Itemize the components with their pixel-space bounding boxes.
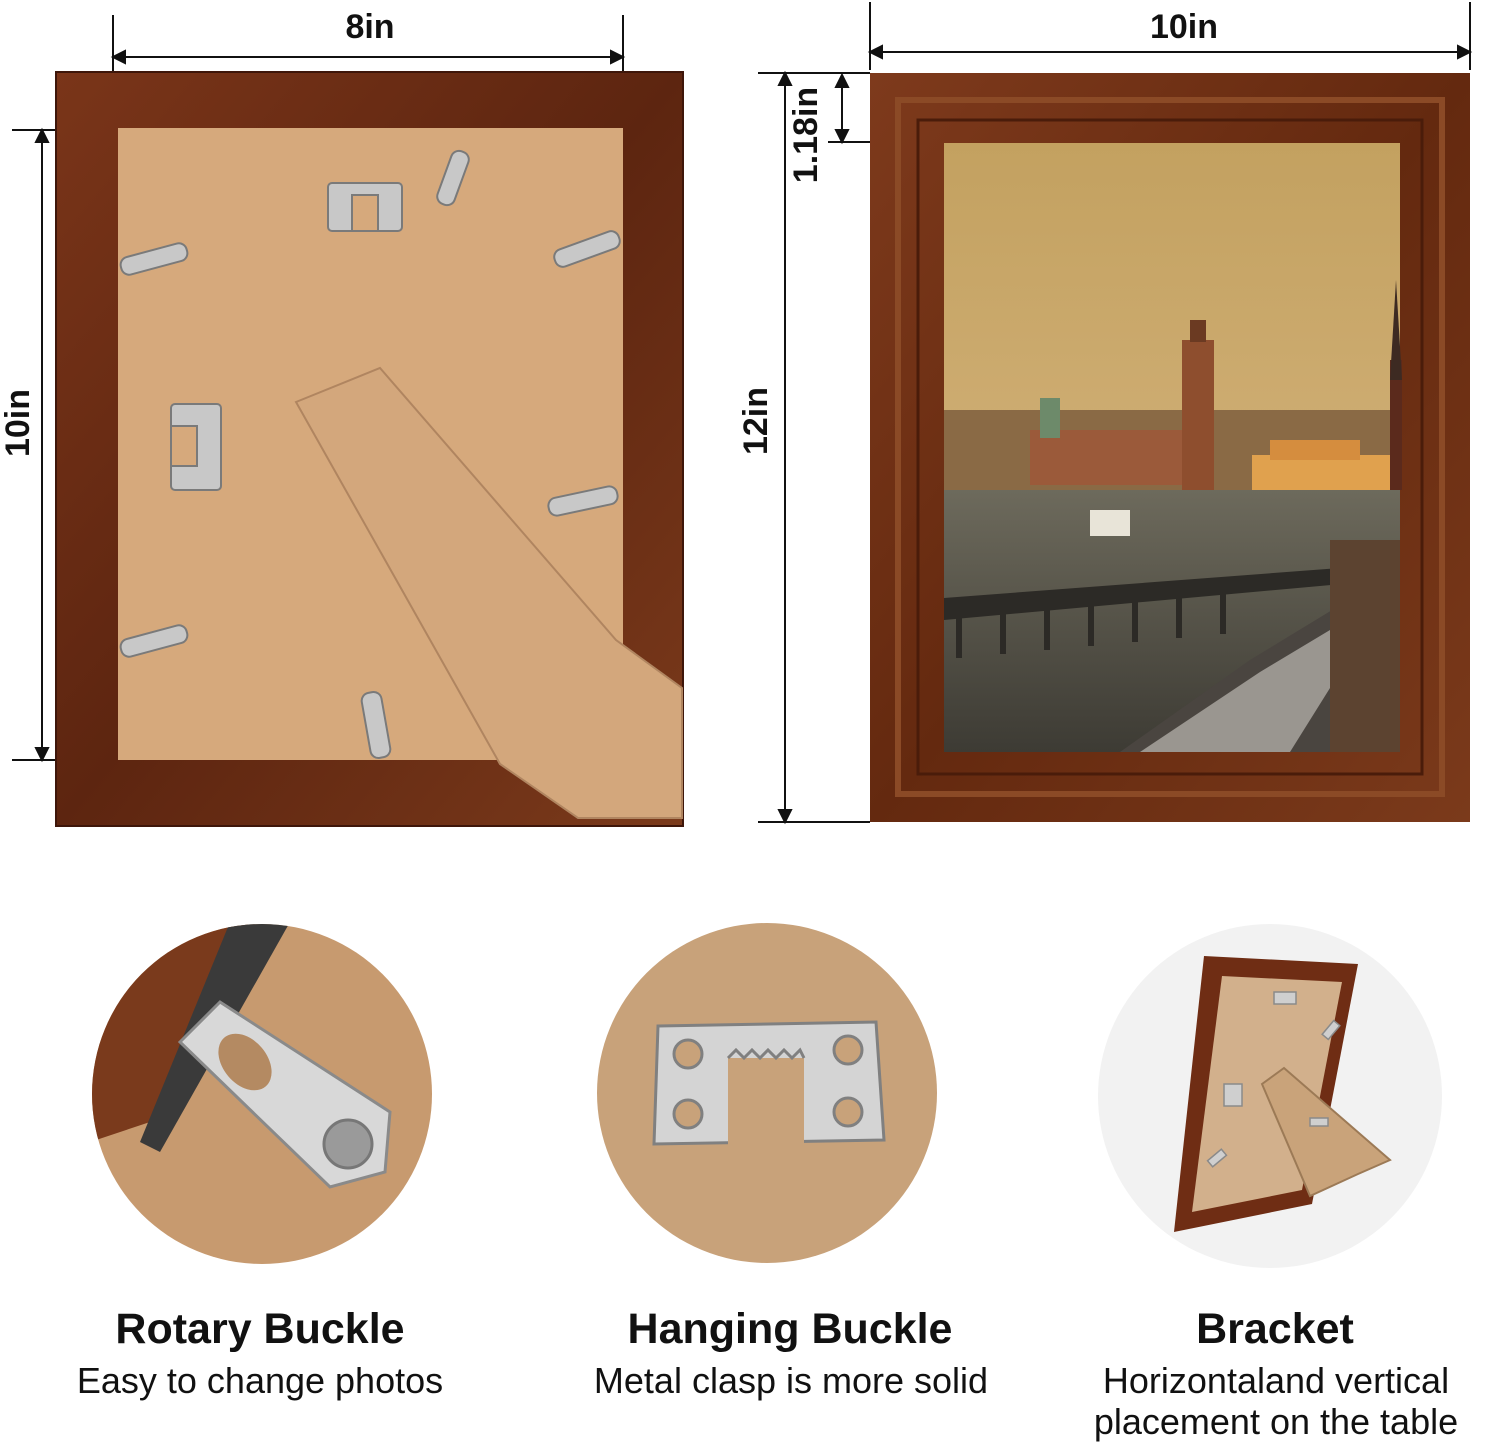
- framed-photo: [944, 143, 1402, 752]
- feature-title-rotary-buckle: Rotary Buckle: [115, 1305, 405, 1353]
- feature-subtitle-bracket: Horizontaland vertical placement on the …: [1093, 1360, 1459, 1443]
- back-frame-view: 8in 10in: [0, 0, 700, 840]
- bracket-stand-small: [1260, 1066, 1392, 1198]
- rotary-buckle-3: [436, 149, 470, 207]
- back-width-label: 8in: [345, 8, 395, 46]
- rotary-buckle-2: [553, 230, 621, 268]
- rotary-buckle-closeup: [90, 922, 435, 1267]
- hanging-clasp-left: [170, 403, 222, 491]
- rotary-buckle-1: [119, 242, 189, 276]
- feature-subtitle-hanging-buckle: Metal clasp is more solid: [593, 1360, 989, 1401]
- rotary-buckle-5: [119, 624, 189, 658]
- bracket-closeup: [1096, 922, 1444, 1270]
- feature-title-hanging-buckle: Hanging Buckle: [627, 1305, 953, 1353]
- bracket-stand: [294, 366, 683, 819]
- feature-title-bracket: Bracket: [1196, 1305, 1354, 1353]
- rotary-buckle-6: [360, 691, 392, 759]
- hanging-clasp-top: [327, 182, 403, 232]
- front-frame-view: 10in 12in 1.18in: [730, 0, 1500, 840]
- front-width-label: 10in: [1149, 8, 1219, 46]
- hanging-buckle-closeup: [596, 922, 938, 1264]
- rotary-buckle-4: [547, 485, 619, 517]
- frame-border-label: 1.18in: [787, 86, 825, 184]
- feature-subtitle-rotary-buckle: Easy to change photos: [76, 1360, 444, 1401]
- back-height-label: 10in: [0, 388, 37, 458]
- front-height-label: 12in: [737, 386, 775, 456]
